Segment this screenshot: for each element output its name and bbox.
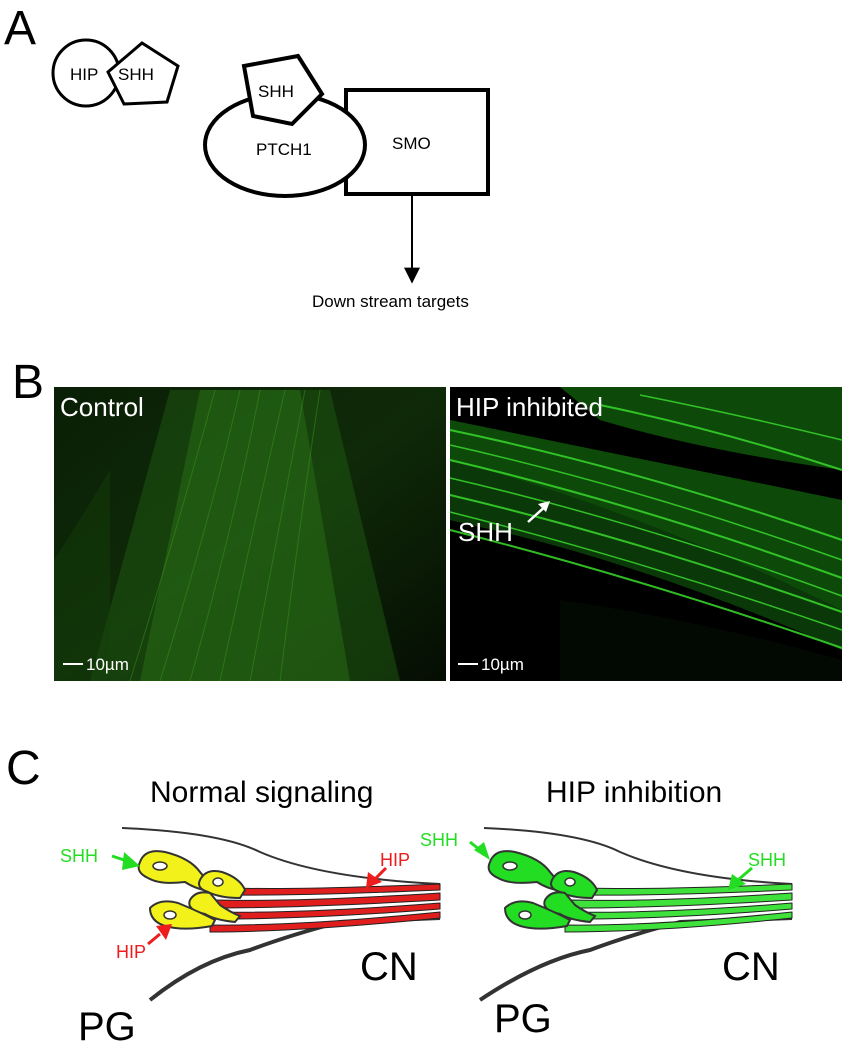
normal-cn-label: CN xyxy=(360,945,418,989)
inhibition-title: HIP inhibition xyxy=(546,776,722,809)
normal-hip-label-top: HIP xyxy=(380,850,410,870)
inhibition-shh-arrow-right-head xyxy=(728,874,746,890)
panel-b: B Control 10µm xyxy=(12,356,843,682)
shh-pentagon-free xyxy=(106,41,180,106)
panel-c: C Normal signaling SHH xyxy=(6,742,793,1049)
downstream-label: Down stream targets xyxy=(312,292,469,311)
panel-a-letter: A xyxy=(4,2,36,55)
normal-hip-arrow-bottom-head xyxy=(156,924,172,940)
inhibition-fibers xyxy=(554,883,793,933)
panel-c-letter: C xyxy=(6,742,41,795)
panel-a: A HIP SHH SHH PTCH1 SMO Down stream targ… xyxy=(4,2,490,311)
control-scale-label: 10µm xyxy=(86,655,129,674)
hip-inhibited-title: HIP inhibited xyxy=(456,392,603,422)
receptor-complex: SHH PTCH1 SMO Down stream targets xyxy=(203,53,490,311)
normal-pg-label: PG xyxy=(78,1005,136,1049)
normal-shh-arrow-head xyxy=(122,852,140,870)
control-micrograph: Control 10µm xyxy=(54,387,446,682)
shh-arrow-head xyxy=(538,501,550,512)
shh-label-free: SHH xyxy=(118,65,154,84)
shh-arrow-label: SHH xyxy=(458,517,513,547)
hip-inhibited-micrograph: HIP inhibited SHH 10µm xyxy=(449,387,843,681)
normal-fibers xyxy=(199,883,441,933)
hip-circle-shadow xyxy=(51,50,68,102)
panel-b-letter: B xyxy=(12,356,44,409)
hip-inhibition-diagram: HIP inhibition SHH xyxy=(420,776,793,1041)
hip-label: HIP xyxy=(70,65,98,84)
inhibition-shh-arrow-right xyxy=(737,866,753,882)
normal-hip-arrow-top-head xyxy=(366,872,382,888)
shh-pentagon-bound xyxy=(241,53,325,127)
normal-title: Normal signaling xyxy=(150,776,373,809)
ptch1-label: PTCH1 xyxy=(256,140,312,159)
normal-hip-label-bottom: HIP xyxy=(116,942,146,962)
inhibition-shh-label-right: SHH xyxy=(748,850,786,870)
inhibition-cn-label: CN xyxy=(722,945,780,989)
control-title: Control xyxy=(60,392,144,422)
shh-label-bound: SHH xyxy=(258,82,294,101)
smo-label: SMO xyxy=(392,134,431,153)
inhibition-shh-label-left: SHH xyxy=(420,830,458,850)
hip-shh-complex: HIP SHH xyxy=(51,38,180,108)
inhibited-scale-label: 10µm xyxy=(481,655,524,674)
normal-signaling-diagram: Normal signaling SHH xyxy=(60,776,441,1049)
inhibition-pg-label: PG xyxy=(494,997,552,1041)
inhibition-shh-arrow-left-head xyxy=(474,842,490,860)
normal-hip-arrow-bottom xyxy=(147,932,161,946)
normal-shh-label: SHH xyxy=(60,846,98,866)
smo-box xyxy=(344,88,490,196)
